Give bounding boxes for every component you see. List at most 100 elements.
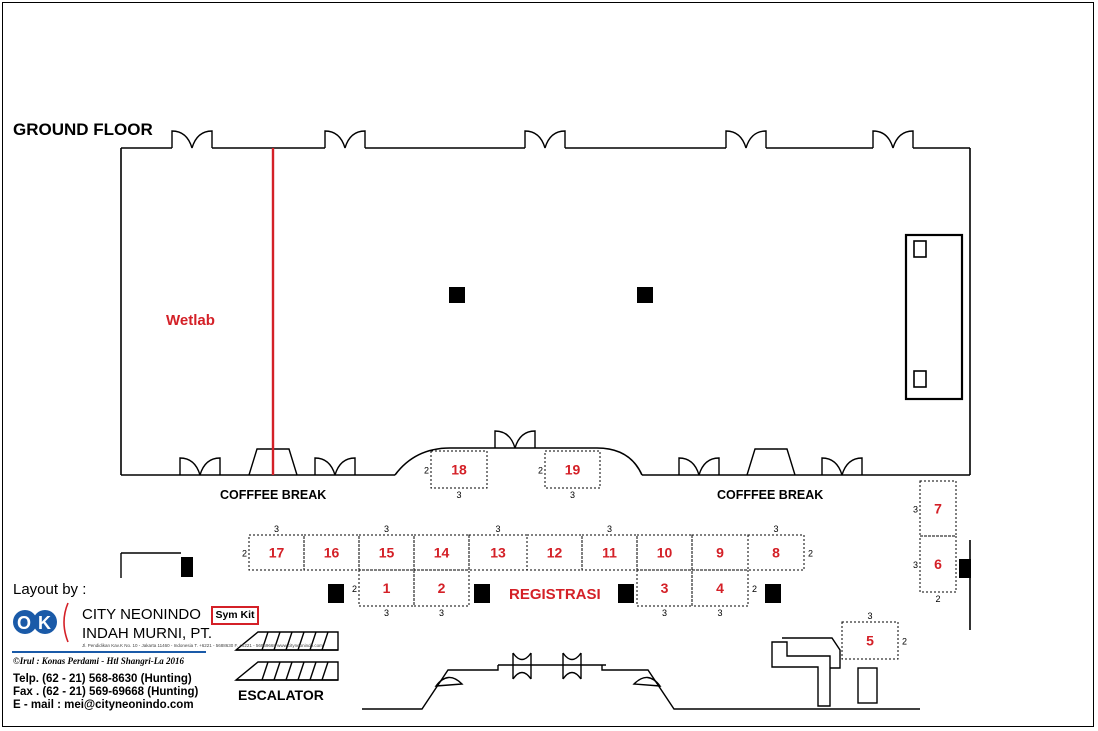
booth-outline [303, 534, 360, 571]
hall-walls [120, 147, 971, 630]
booth-12: 12 [526, 534, 583, 571]
booth-9: 9 [691, 534, 749, 571]
pillar [618, 584, 634, 603]
pillar [449, 287, 465, 303]
designer-signature: ©Irul : Konas Perdami - Htl Shangri-La 2… [13, 656, 184, 666]
booth-number: 6 [934, 556, 942, 572]
company-address: Jl. Pendidikan Kav.K No. 10 - Jakarta 11… [82, 643, 323, 648]
booth-dimension-side: 2 [242, 549, 247, 559]
registration-label: REGISTRASI [509, 586, 601, 603]
booth-dimension-side: 2 [808, 549, 813, 559]
booth-dimension-bottom: 3 [717, 608, 722, 618]
booth-dimension-side: 2 [352, 584, 357, 594]
booth-6: 6 2 3 [913, 535, 957, 604]
booth-number: 14 [434, 545, 450, 561]
booth-dimension-bottom: 3 [570, 490, 575, 500]
stage-platform [904, 233, 964, 401]
booth-number: 17 [269, 545, 285, 561]
booth-3: 33 [636, 569, 693, 618]
escalator-label: ESCALATOR [238, 687, 324, 703]
booth-15: 15 3 [358, 524, 415, 571]
pillar [637, 287, 653, 303]
booth-5: 5 3 2 [841, 611, 907, 660]
telephone: Telp. (62 - 21) 568-8630 (Hunting) [13, 673, 192, 685]
booth-dimension-bottom: 3 [439, 608, 444, 618]
booth-7: 73 [913, 480, 957, 537]
booth-4: 4 3 2 [691, 569, 757, 618]
booth-number: 1 [383, 580, 391, 596]
booth-dimension-top: 3 [867, 611, 872, 621]
booth-16: 16 [303, 534, 360, 571]
booth-10: 10 [636, 534, 693, 571]
booth-outline [413, 569, 470, 607]
pillar [959, 559, 971, 578]
booth-dimension-bottom: 3 [384, 608, 389, 618]
booth-outline [841, 621, 899, 660]
coffee-break-right-label: COFFFEE BREAK [717, 488, 824, 502]
company-logo-icon: O K [12, 602, 206, 653]
booth-outline [468, 534, 528, 571]
booth-dimension-bottom: 2 [935, 594, 940, 604]
booth-number: 12 [547, 545, 563, 561]
sym-kit-label: Sym Kit [211, 606, 259, 625]
booth-outline [691, 569, 749, 607]
lobby-entrance [362, 652, 920, 710]
booth-number: 8 [772, 545, 780, 561]
svg-text:O: O [17, 613, 31, 633]
booth-dimension-side: 3 [913, 505, 918, 515]
booth-outline [358, 534, 415, 571]
booth-number: 10 [657, 545, 673, 561]
booth-number: 15 [379, 545, 395, 561]
company-name-line2: INDAH MURNI, PT. [82, 625, 213, 642]
booth-number: 7 [934, 501, 942, 517]
booth-14: 14 [413, 534, 470, 571]
booth-outline [544, 450, 601, 489]
booth-number: 9 [716, 545, 724, 561]
booth-outline [747, 534, 805, 571]
fax: Fax . (62 - 21) 569-69668 (Hunting) [13, 686, 199, 698]
bottom-doors [179, 430, 863, 476]
booth-dimension-top: 3 [495, 524, 500, 534]
booth-outline [430, 450, 488, 489]
booth-number: 3 [661, 580, 669, 596]
svg-text:K: K [38, 613, 51, 633]
booth-dimension-side: 2 [538, 466, 543, 476]
booth-outline [526, 534, 583, 571]
company-name-line1: CITY NEONINDO [82, 606, 201, 623]
pillar [181, 557, 193, 577]
booth-dimension-bottom: 3 [456, 490, 461, 500]
wetlab-label: Wetlab [166, 312, 215, 329]
booth-dimension-side: 2 [902, 637, 907, 647]
booth-2: 23 [413, 569, 470, 618]
lobby-wall [120, 552, 181, 578]
layout-by-label: Layout by : [13, 581, 87, 598]
floor-title: GROUND FLOOR [13, 120, 153, 139]
booth-number: 11 [602, 545, 617, 561]
booth-number: 13 [490, 545, 506, 561]
booth-dimension-bottom: 3 [662, 608, 667, 618]
booth-11: 11 3 [581, 524, 638, 571]
top-doors [171, 130, 914, 149]
pillar [328, 584, 344, 603]
escalator [234, 631, 339, 681]
booth-outline [248, 534, 305, 571]
booth-8: 8 3 2 [747, 524, 813, 571]
booth-dimension-side: 3 [913, 560, 918, 570]
pillar [765, 584, 781, 603]
booth-number: 16 [324, 545, 340, 561]
booth-number: 4 [716, 580, 724, 596]
email: E - mail : mei@cityneonindo.com [13, 699, 194, 711]
booth-number: 19 [565, 462, 581, 478]
booth-dimension-top: 3 [607, 524, 612, 534]
booth-number: 5 [866, 633, 874, 649]
booth-dimension-side: 2 [752, 584, 757, 594]
booth-dimension-top: 3 [384, 524, 389, 534]
booth-number: 2 [438, 580, 446, 596]
booth-dimension-top: 3 [773, 524, 778, 534]
coffee-break-left-label: COFFFEE BREAK [220, 488, 327, 502]
pillars [181, 287, 971, 603]
